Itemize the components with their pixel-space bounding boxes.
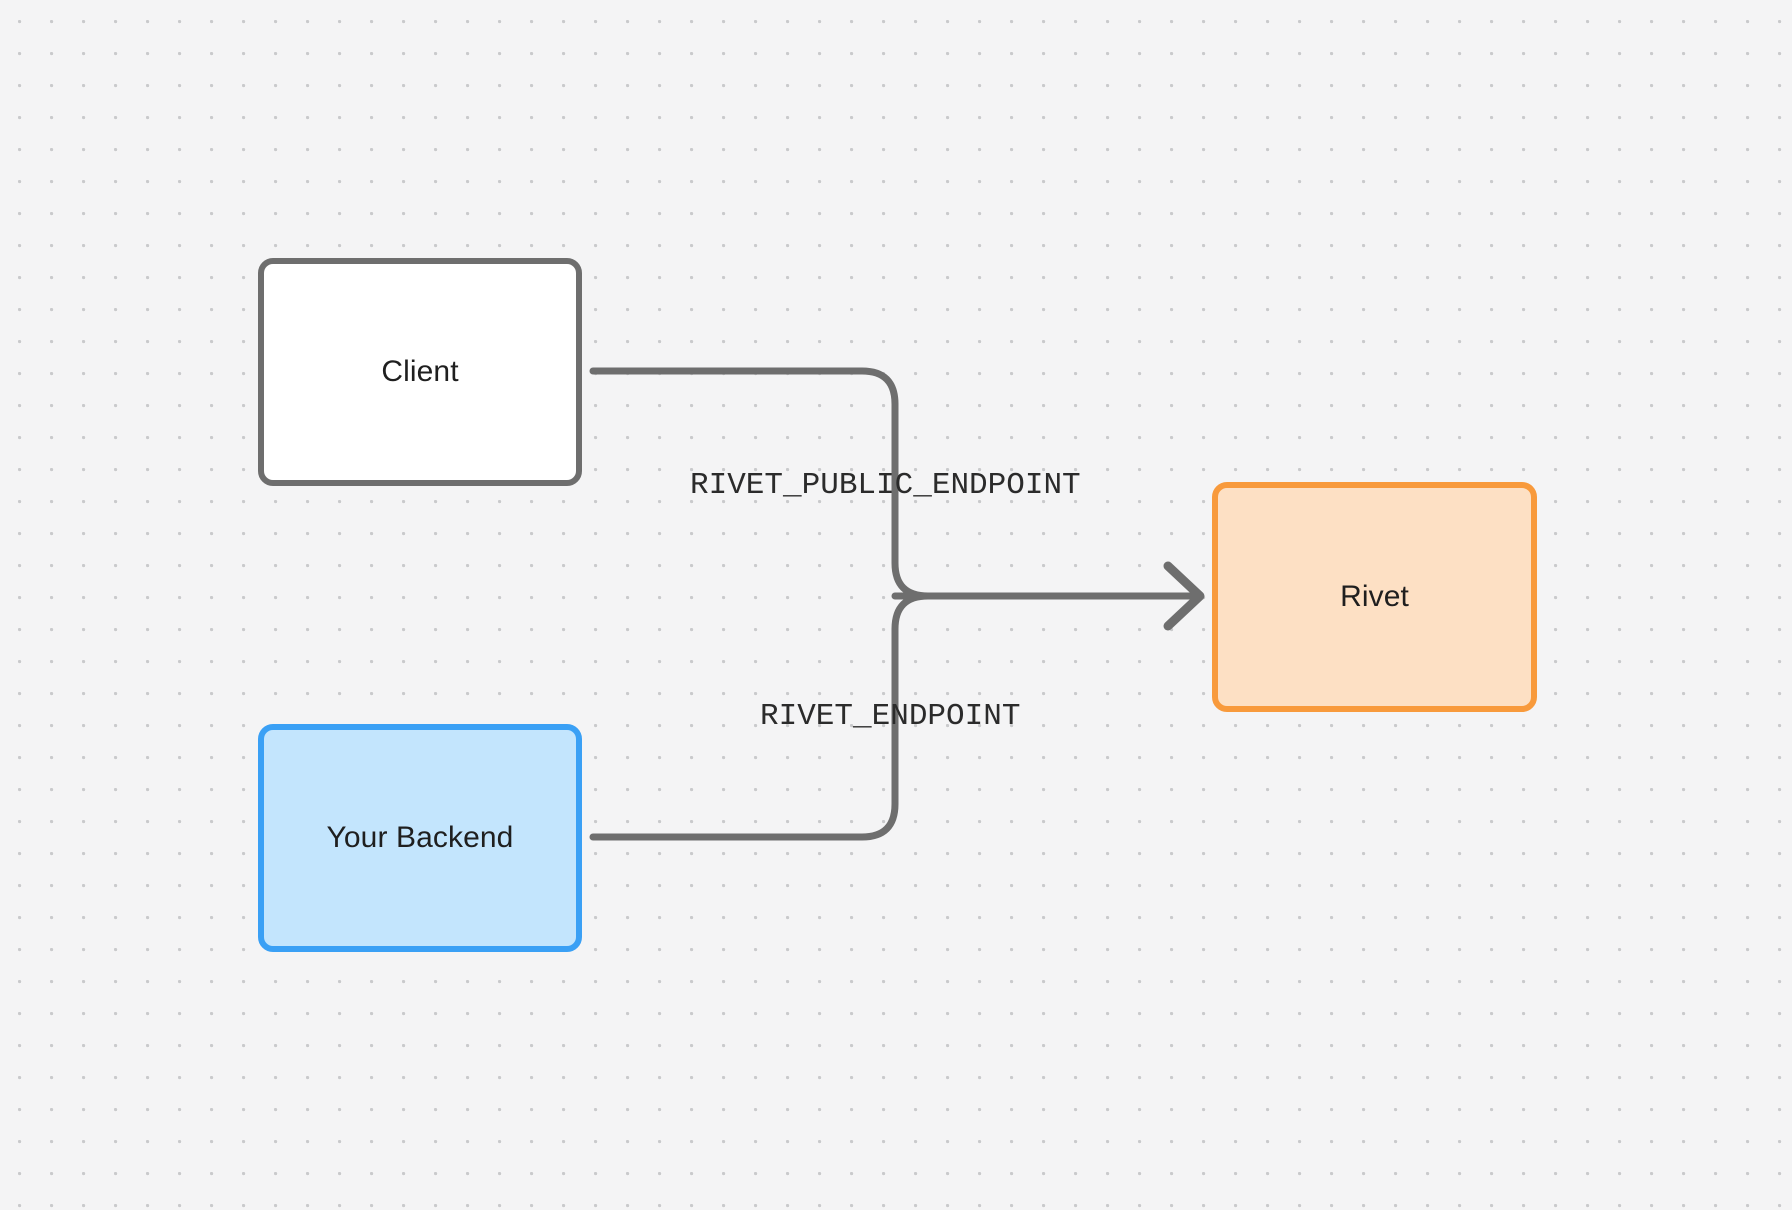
edge-label-rivet-endpoint: RIVET_ENDPOINT [760,699,1021,734]
node-rivet-label: Rivet [1340,580,1409,613]
edge-label-rivet-public-endpoint: RIVET_PUBLIC_ENDPOINT [690,468,1081,503]
node-client[interactable]: Client [258,258,582,486]
arrowhead-icon [1163,561,1205,631]
node-client-label: Client [381,355,459,388]
node-rivet[interactable]: Rivet [1212,482,1537,712]
node-your-backend[interactable]: Your Backend [258,724,582,952]
node-your-backend-label: Your Backend [326,821,514,854]
